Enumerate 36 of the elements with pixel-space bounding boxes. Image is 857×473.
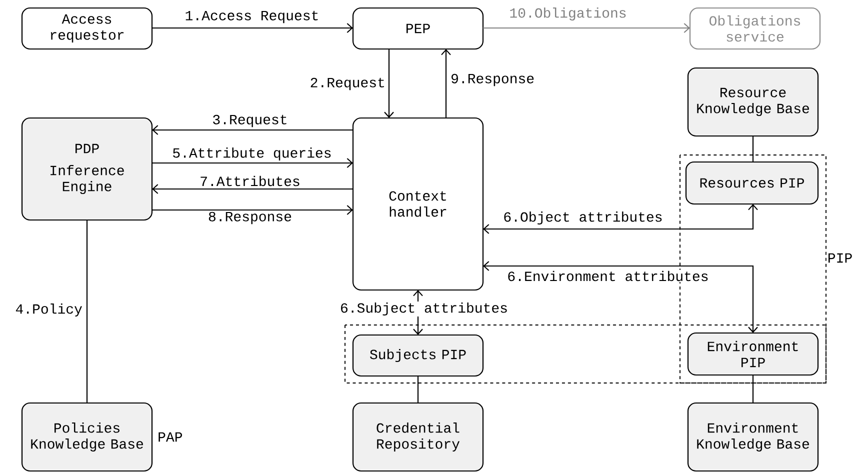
arrow (152, 23, 353, 33)
arrow (483, 261, 758, 333)
arrow (483, 204, 758, 234)
arrow (152, 184, 353, 194)
edge-label: 2.Request (308, 76, 386, 92)
process-box: Policies Knowledge Base (21, 402, 153, 472)
process-box: Context handler (352, 117, 484, 291)
edge-label: 7.Attributes (198, 174, 302, 188)
arrow (441, 49, 451, 118)
process-box: Subjects PIP (352, 334, 484, 377)
arrow (483, 23, 690, 33)
edge-label: 5.Attribute queries (171, 146, 333, 162)
process-box: PEP (352, 7, 484, 50)
region-label: PIP (826, 252, 854, 264)
arrow (152, 205, 353, 215)
process-box: Obligations service (689, 7, 821, 50)
edge-label: 6.Object attributes (502, 210, 664, 226)
process-box: PDP Inference Engine (21, 117, 153, 221)
edge-label: 6.Environment attributes (506, 270, 710, 282)
side-label: PAP (158, 432, 182, 442)
process-box: Environment PIP (687, 332, 819, 376)
arrow (152, 125, 353, 135)
edge-label: 10.Obligations (508, 6, 628, 22)
arrow (152, 158, 353, 168)
edge-label: 3.Request (211, 114, 289, 128)
process-box: Resources PIP (685, 161, 819, 205)
edge-label: 4.Policy (14, 302, 84, 318)
edge-label: 6.Subject attributes (339, 301, 510, 317)
process-box: Credential Repository (352, 402, 484, 472)
edge-label: 9.Response (450, 72, 536, 88)
process-box: Resource Knowledge Base (687, 67, 819, 137)
arrow (384, 49, 394, 118)
edge-label: 8.Response (207, 210, 294, 226)
process-box: Access requestor (21, 7, 153, 50)
edge-label: 1.Access Request (184, 10, 320, 24)
process-box: Environment Knowledge Base (687, 402, 819, 472)
